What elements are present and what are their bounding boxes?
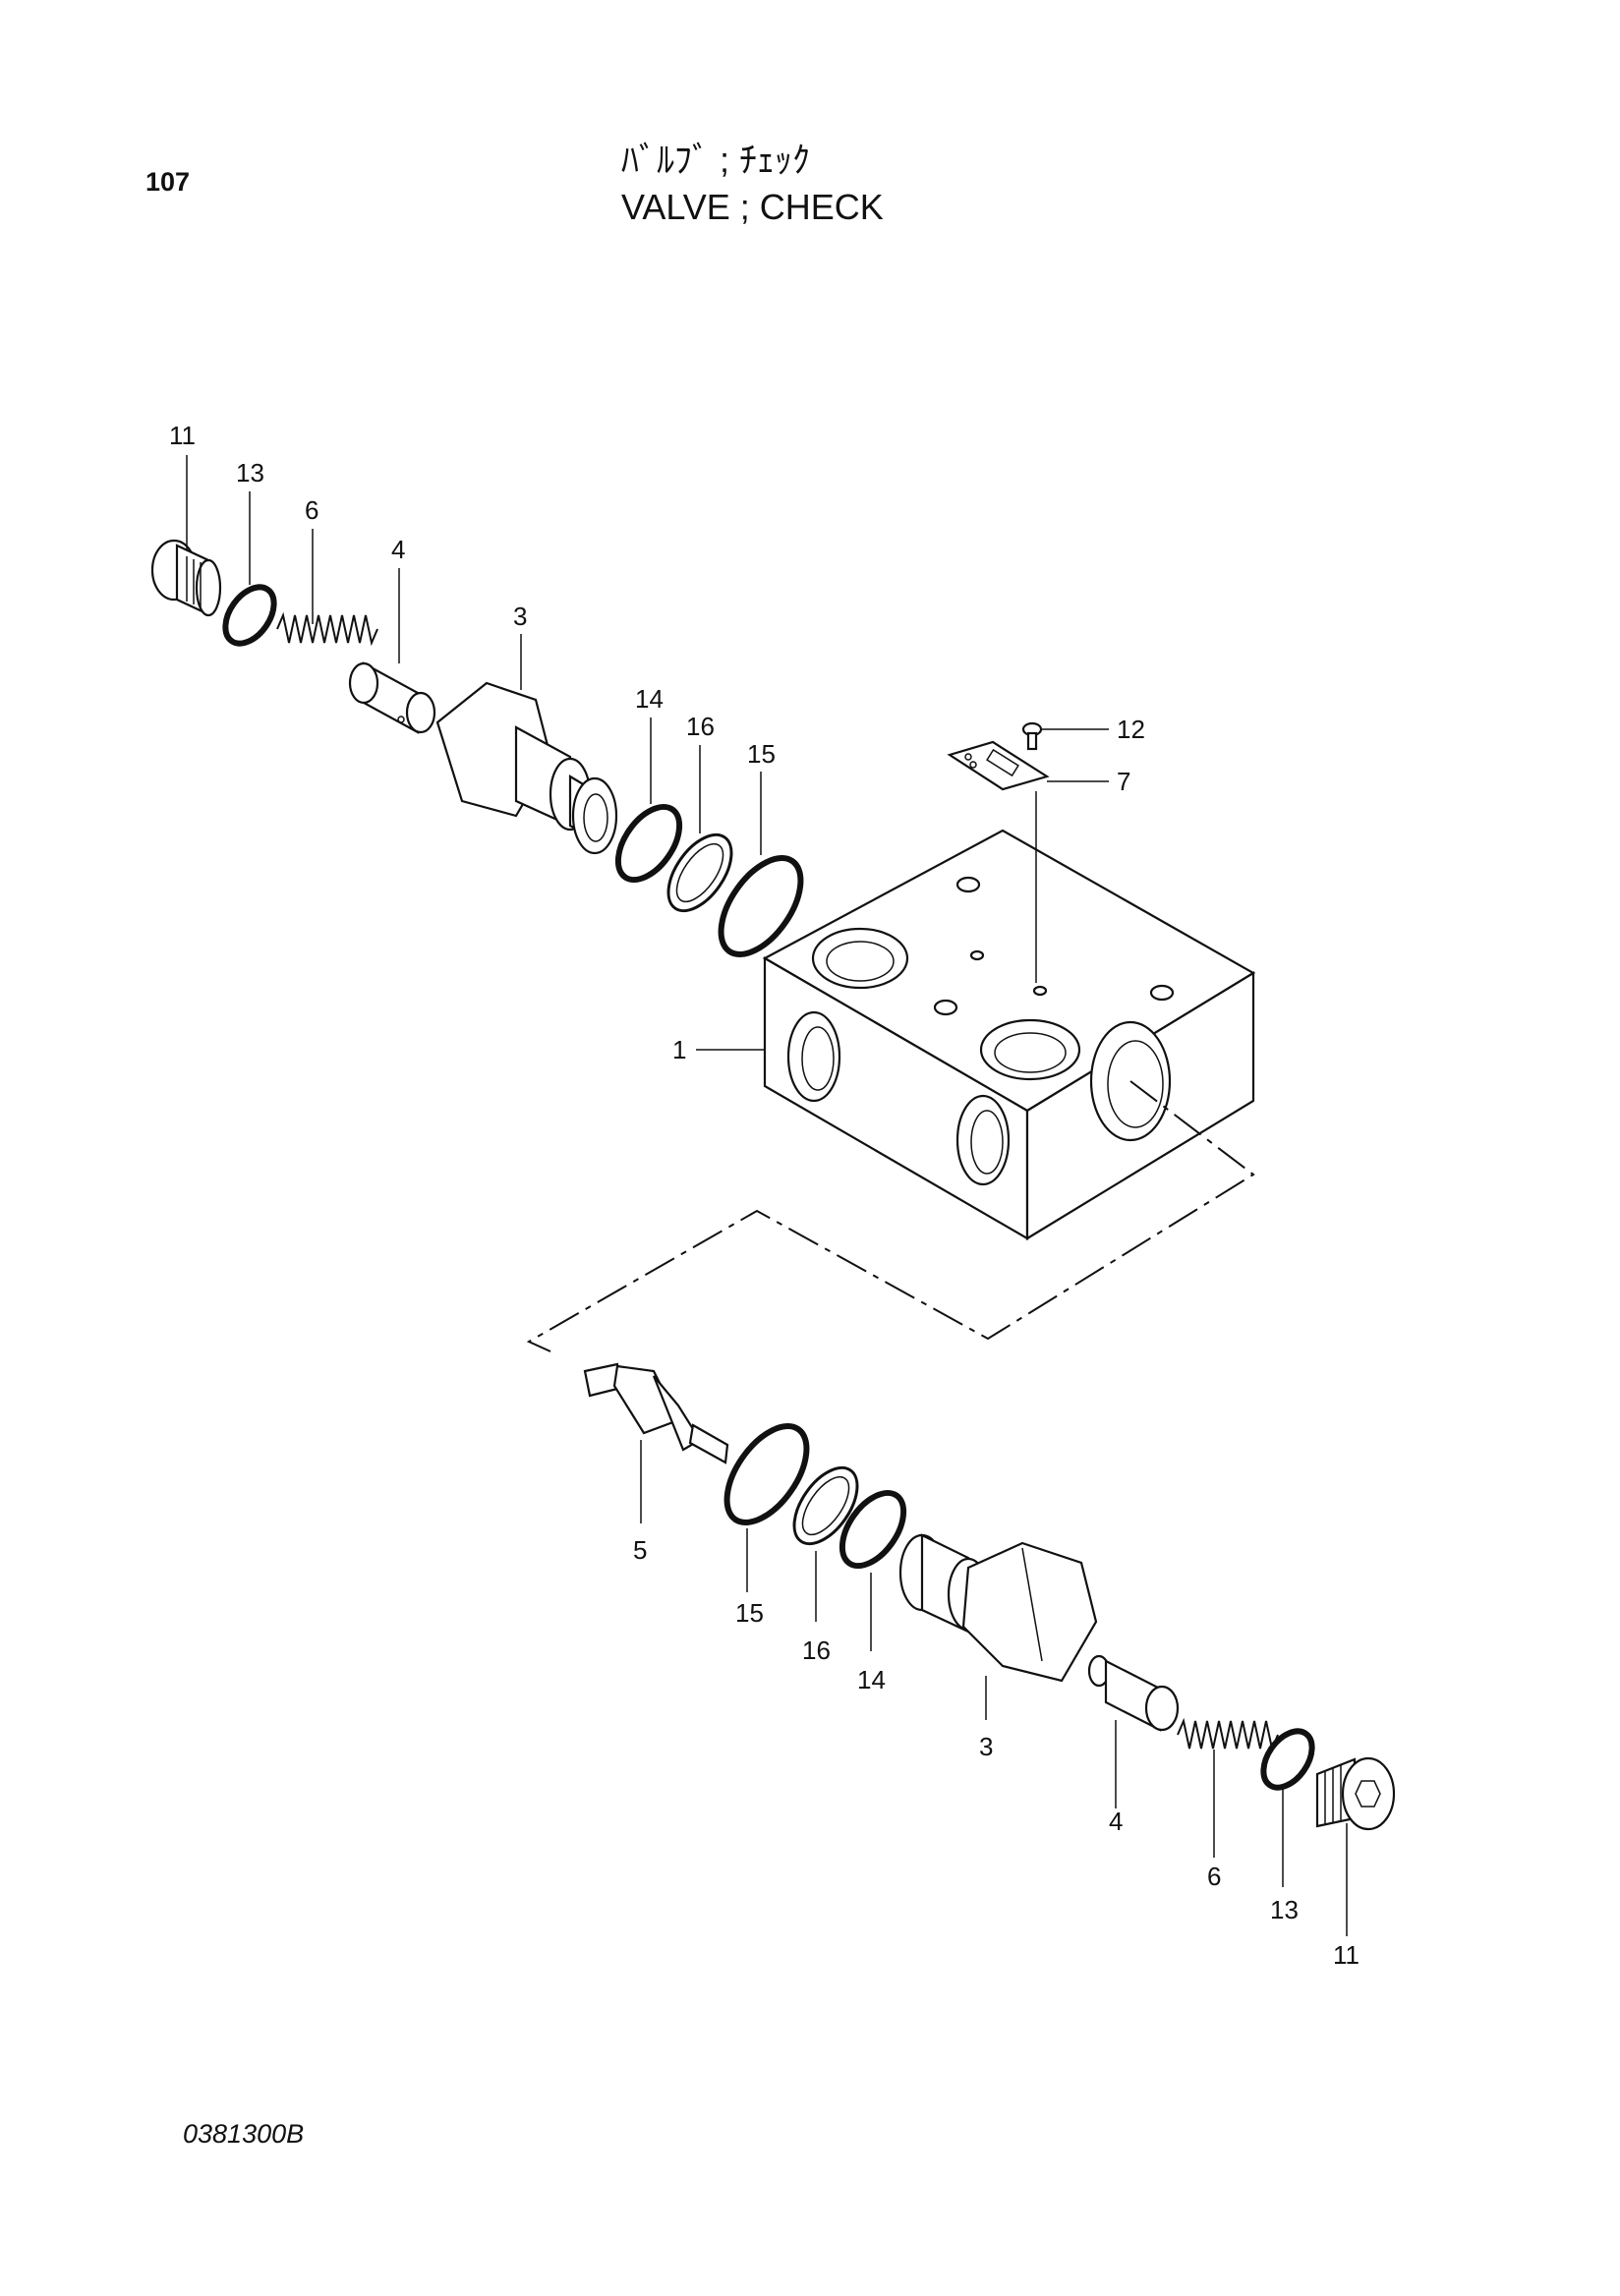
- upper-o-ring-14: [614, 803, 683, 884]
- lower-seat-3: [898, 1533, 1098, 1683]
- name-plate-7: [947, 740, 1050, 791]
- callout-11-upper: 11: [169, 421, 196, 450]
- leader-lines: [186, 455, 1348, 1936]
- callout-6-upper: 6: [305, 495, 318, 525]
- callout-6-lower: 6: [1207, 1862, 1221, 1891]
- assembly-path-line: [526, 1080, 1255, 1352]
- callout-14-upper: 14: [635, 684, 664, 714]
- upper-seat-3: [435, 681, 618, 855]
- drawing-code: 0381300B: [183, 2119, 305, 2149]
- lower-o-ring-14: [839, 1489, 907, 1570]
- callout-3-lower: 3: [979, 1732, 993, 1761]
- callout-15-lower: 15: [735, 1598, 764, 1628]
- callout-1: 1: [672, 1035, 686, 1064]
- callout-3-upper: 3: [513, 602, 527, 631]
- upper-o-ring-15: [718, 855, 804, 957]
- page-number: 107: [145, 167, 191, 197]
- upper-poppet-4: [348, 661, 436, 734]
- callout-13-lower: 13: [1270, 1895, 1299, 1924]
- lower-poppet-4: [1087, 1654, 1180, 1732]
- valve-body: [762, 829, 1256, 1240]
- lower-spring-6: [1177, 1717, 1279, 1752]
- callout-4-upper: 4: [391, 535, 405, 564]
- callout-11-lower: 11: [1333, 1940, 1360, 1970]
- lower-o-ring-13: [1260, 1728, 1315, 1791]
- title-japanese: ﾊﾞﾙﾌﾞ ; ﾁｪｯｸ: [621, 140, 811, 180]
- upper-backup-ring-16: [666, 832, 733, 913]
- lower-o-ring-15: [723, 1423, 810, 1525]
- callout-14-lower: 14: [857, 1665, 886, 1694]
- upper-o-ring-13: [222, 584, 277, 647]
- lower-backup-ring-16: [792, 1465, 859, 1546]
- callout-7: 7: [1117, 767, 1130, 796]
- lower-check-poppet-5: [583, 1362, 729, 1464]
- upper-plug-11: [150, 539, 222, 617]
- callout-12: 12: [1117, 715, 1145, 744]
- callout-16-upper: 16: [686, 712, 715, 741]
- callout-5: 5: [633, 1535, 647, 1565]
- screw-12: [1021, 721, 1043, 751]
- callout-16-lower: 16: [802, 1636, 831, 1665]
- callout-4-lower: 4: [1109, 1807, 1123, 1836]
- callout-15-upper: 15: [747, 739, 776, 769]
- lower-plug-11: [1315, 1756, 1396, 1831]
- title-english: VALVE ; CHECK: [621, 187, 884, 227]
- upper-spring-6: [276, 611, 378, 647]
- callout-13-upper: 13: [236, 458, 264, 488]
